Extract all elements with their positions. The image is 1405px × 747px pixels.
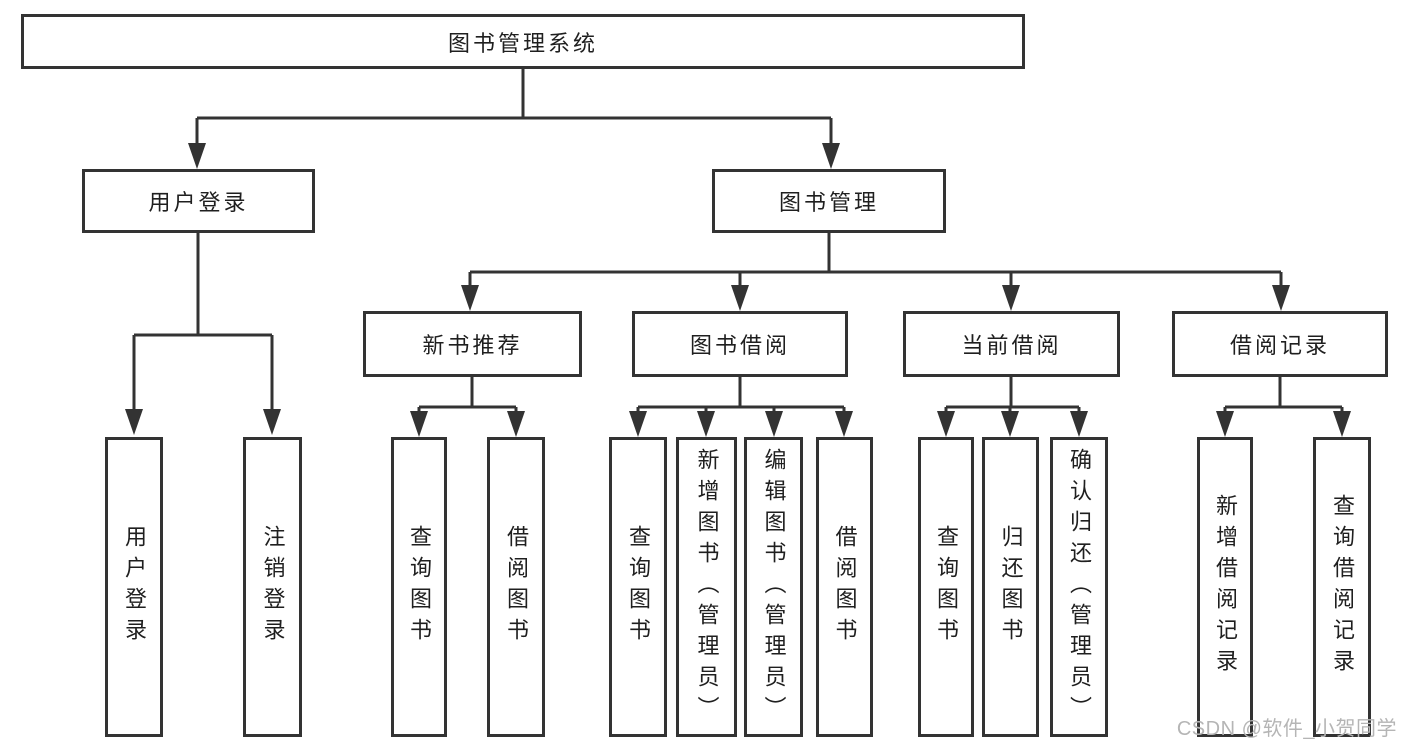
leaf-edit-book-admin: 编辑图书（管理员）	[744, 437, 803, 737]
node-library-management-system: 图书管理系统	[21, 14, 1025, 69]
node-label: 查询借阅记录	[1330, 494, 1355, 680]
leaf-borrow-books-recommend: 借阅图书	[487, 437, 545, 737]
node-label: 查询图书	[626, 525, 651, 649]
node-label: 借阅图书	[832, 525, 858, 649]
leaf-query-borrow-record: 查询借阅记录	[1313, 437, 1371, 737]
node-label: 当前借阅	[961, 333, 1062, 358]
node-label: 新增借阅记录	[1213, 494, 1238, 680]
leaf-user-login: 用户登录	[105, 437, 163, 737]
node-label: 用户登录	[122, 525, 147, 649]
node-borrowing-records: 借阅记录	[1172, 311, 1388, 377]
leaf-confirm-return-admin: 确认归还（管理员）	[1050, 437, 1108, 737]
node-label: 借阅图书	[504, 525, 529, 649]
node-label: 图书借阅	[689, 333, 790, 358]
leaf-query-books-recommend: 查询图书	[391, 437, 447, 737]
leaf-add-borrow-record: 新增借阅记录	[1197, 437, 1253, 737]
node-label: 新增图书（管理员）	[694, 447, 720, 727]
node-book-borrowing: 图书借阅	[632, 311, 848, 377]
node-label: 归还图书	[998, 525, 1024, 649]
node-book-management: 图书管理	[712, 169, 946, 233]
node-label: 查询图书	[407, 525, 432, 649]
leaf-query-books-current: 查询图书	[918, 437, 974, 737]
node-user-login: 用户登录	[82, 169, 315, 233]
node-label: 确认归还（管理员）	[1067, 447, 1092, 727]
node-label: 图书管理系统	[447, 30, 598, 56]
csdn-watermark: CSDN @软件_小贺同学	[1176, 718, 1397, 740]
leaf-logout: 注销登录	[243, 437, 302, 737]
node-label: 注销登录	[260, 525, 286, 649]
node-label: 借阅记录	[1229, 333, 1330, 358]
node-new-book-recommendation: 新书推荐	[363, 311, 582, 377]
node-label: 新书推荐	[422, 333, 523, 358]
node-label: 查询图书	[934, 525, 959, 649]
node-label: 用户登录	[148, 190, 249, 215]
node-label: 编辑图书（管理员）	[761, 447, 787, 727]
leaf-return-book: 归还图书	[982, 437, 1039, 737]
node-label: 图书管理	[778, 190, 879, 215]
leaf-add-book-admin: 新增图书（管理员）	[676, 437, 737, 737]
leaf-query-books-borrow: 查询图书	[609, 437, 667, 737]
leaf-borrow-books: 借阅图书	[816, 437, 873, 737]
node-current-borrowing: 当前借阅	[903, 311, 1120, 377]
